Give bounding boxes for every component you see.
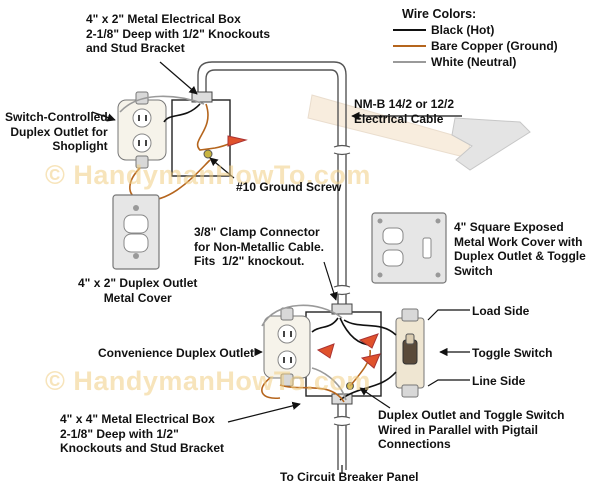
label-clamp-connector: 3/8" Clamp Connector for Non-Metallic Ca… (194, 225, 325, 268)
label-load-side: Load Side (472, 304, 530, 318)
bottom-duplex-outlet (263, 307, 311, 387)
legend-title: Wire Colors: (402, 7, 477, 21)
label-nm-cable: NM-B 14/2 or 12/2 Electrical Cable (354, 97, 455, 126)
top-wire-nut (227, 135, 248, 147)
hammer-illustration (307, 94, 531, 171)
label-parallel-wiring: Duplex Outlet and Toggle Switch Wired in… (378, 408, 565, 451)
label-convenience-outlet: Convenience Duplex Outlet (98, 346, 255, 360)
label-line-side: Line Side (472, 374, 526, 388)
callout-arrows (91, 61, 470, 474)
square-cover-plate (371, 212, 447, 284)
nm-cable (197, 61, 347, 470)
label-bottom-box: 4" x 4" Metal Electrical Box 2-1/8" Deep… (60, 412, 225, 455)
label-breaker-panel: To Circuit Breaker Panel (280, 470, 419, 484)
toggle-switch-device (395, 308, 425, 398)
label-ground-screw: #10 Ground Screw (236, 180, 342, 194)
top-electrical-box (171, 91, 231, 177)
legend-item-neutral: White (Neutral) (431, 55, 517, 69)
cable-break-marks (333, 144, 351, 427)
label-switch-controlled-outlet: Switch-Controlled Duplex Outlet for Shop… (5, 110, 108, 153)
duplex-cover-plate (112, 194, 160, 270)
label-top-box: 4" x 2" Metal Electrical Box 2-1/8" Deep… (86, 12, 271, 55)
legend-item-ground: Bare Copper (Ground) (431, 39, 558, 53)
label-duplex-cover: 4" x 2" Duplex Outlet Metal Cover (78, 276, 198, 305)
legend-item-hot: Black (Hot) (431, 23, 495, 37)
bottom-wire-nuts (316, 333, 381, 369)
label-toggle-switch: Toggle Switch (472, 346, 553, 360)
top-duplex-outlet (117, 91, 167, 169)
watermark-top: © HandymanHowTo.com (45, 160, 371, 190)
label-square-cover: 4" Square Exposed Metal Work Cover with … (454, 220, 586, 278)
legend-swatches (393, 29, 426, 63)
bottom-wires (261, 304, 397, 403)
watermark-bottom: © HandymanHowTo.com (45, 366, 371, 396)
